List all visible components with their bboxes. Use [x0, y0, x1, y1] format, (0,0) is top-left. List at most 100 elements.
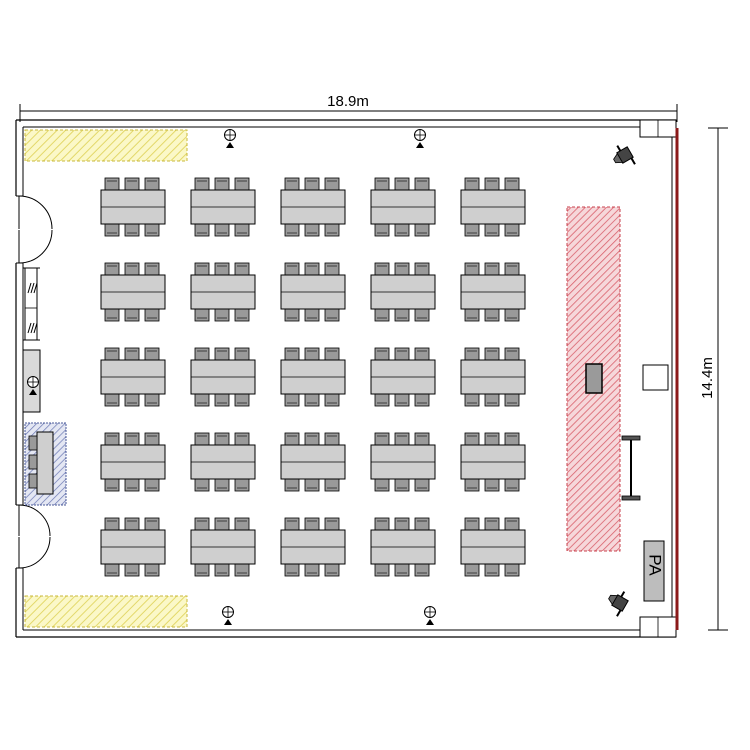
chair — [324, 393, 340, 407]
chair — [414, 393, 430, 407]
chair — [414, 347, 430, 361]
chair — [194, 393, 210, 407]
chair — [374, 563, 390, 577]
height-dimension: 14.4m — [699, 127, 728, 631]
table-with-chairs-icon[interactable] — [190, 347, 256, 407]
chair — [284, 347, 300, 361]
chair — [414, 432, 430, 446]
table-with-chairs-icon[interactable] — [190, 177, 256, 237]
table-with-chairs-icon[interactable] — [370, 347, 436, 407]
speaker-icon[interactable] — [609, 142, 637, 173]
table-with-chairs-icon[interactable] — [100, 517, 166, 577]
chair — [394, 563, 410, 577]
spotlight-icon[interactable] — [424, 606, 436, 626]
table-with-chairs-icon[interactable] — [280, 262, 346, 322]
chair — [394, 517, 410, 531]
screen-icon[interactable] — [642, 364, 669, 391]
chair — [484, 432, 500, 446]
chair — [104, 308, 120, 322]
chair — [484, 347, 500, 361]
chair — [104, 432, 120, 446]
chair — [234, 347, 250, 361]
chair — [464, 308, 480, 322]
table-with-chairs-icon[interactable] — [460, 177, 526, 237]
chair — [504, 308, 520, 322]
chair — [394, 393, 410, 407]
storage-zone — [24, 129, 188, 162]
table-with-chairs-icon[interactable] — [280, 517, 346, 577]
table-with-chairs-icon[interactable] — [280, 177, 346, 237]
table-with-chairs-icon[interactable] — [370, 262, 436, 322]
chair — [324, 563, 340, 577]
table-with-chairs-icon[interactable] — [280, 432, 346, 492]
chair — [214, 517, 230, 531]
chair — [284, 177, 300, 191]
table-with-chairs-icon[interactable] — [190, 517, 256, 577]
chair — [284, 308, 300, 322]
table-with-chairs-icon[interactable] — [460, 432, 526, 492]
table-with-chairs-icon[interactable] — [460, 517, 526, 577]
chair — [304, 432, 320, 446]
chair — [214, 393, 230, 407]
table-with-chairs-icon[interactable] — [100, 262, 166, 322]
storage-zone — [24, 595, 188, 628]
double-door-icon[interactable] — [18, 504, 51, 569]
table-with-chairs-icon[interactable] — [190, 262, 256, 322]
chair — [504, 563, 520, 577]
table-with-chairs-icon[interactable] — [100, 432, 166, 492]
double-door-icon[interactable] — [18, 195, 53, 264]
chair — [284, 478, 300, 492]
chair — [324, 308, 340, 322]
pa-label: PA — [646, 554, 665, 576]
pa-console-icon[interactable]: PA — [643, 540, 665, 602]
table-with-chairs-icon[interactable] — [370, 517, 436, 577]
chair — [124, 177, 140, 191]
chair — [324, 223, 340, 237]
speaker-icon[interactable] — [603, 587, 631, 618]
chair — [144, 347, 160, 361]
chair — [504, 432, 520, 446]
spotlight-icon[interactable] — [222, 606, 234, 626]
spotlight-icon[interactable] — [414, 129, 426, 149]
table-with-chairs-icon[interactable] — [100, 347, 166, 407]
width-label: 18.9m — [327, 93, 369, 110]
chair — [464, 262, 480, 276]
chair — [194, 347, 210, 361]
lectern-icon[interactable] — [621, 435, 641, 501]
chair — [124, 478, 140, 492]
podium-icon[interactable] — [585, 363, 603, 394]
chair — [124, 347, 140, 361]
spotlight-icon[interactable] — [27, 376, 39, 396]
chair — [464, 393, 480, 407]
table-with-chairs-icon[interactable] — [370, 177, 436, 237]
table-with-chairs-icon[interactable] — [370, 432, 436, 492]
chair — [284, 432, 300, 446]
table-with-chairs-icon[interactable] — [460, 262, 526, 322]
chair — [144, 177, 160, 191]
chair — [214, 432, 230, 446]
chair — [144, 517, 160, 531]
chair — [104, 347, 120, 361]
chair — [374, 308, 390, 322]
chair — [464, 177, 480, 191]
chair — [194, 262, 210, 276]
chair — [484, 563, 500, 577]
chair — [124, 308, 140, 322]
chair — [124, 223, 140, 237]
chair — [414, 177, 430, 191]
chair — [234, 177, 250, 191]
chair — [394, 177, 410, 191]
chair — [304, 223, 320, 237]
table-with-chairs-icon[interactable] — [100, 177, 166, 237]
chair — [464, 223, 480, 237]
table-with-chairs-icon[interactable] — [460, 347, 526, 407]
spotlight-icon[interactable] — [224, 129, 236, 149]
chair — [284, 517, 300, 531]
chair — [324, 347, 340, 361]
table-with-chairs-icon[interactable] — [280, 347, 346, 407]
chair — [394, 347, 410, 361]
table-with-chairs-icon[interactable] — [190, 432, 256, 492]
chair — [234, 262, 250, 276]
chair — [194, 177, 210, 191]
